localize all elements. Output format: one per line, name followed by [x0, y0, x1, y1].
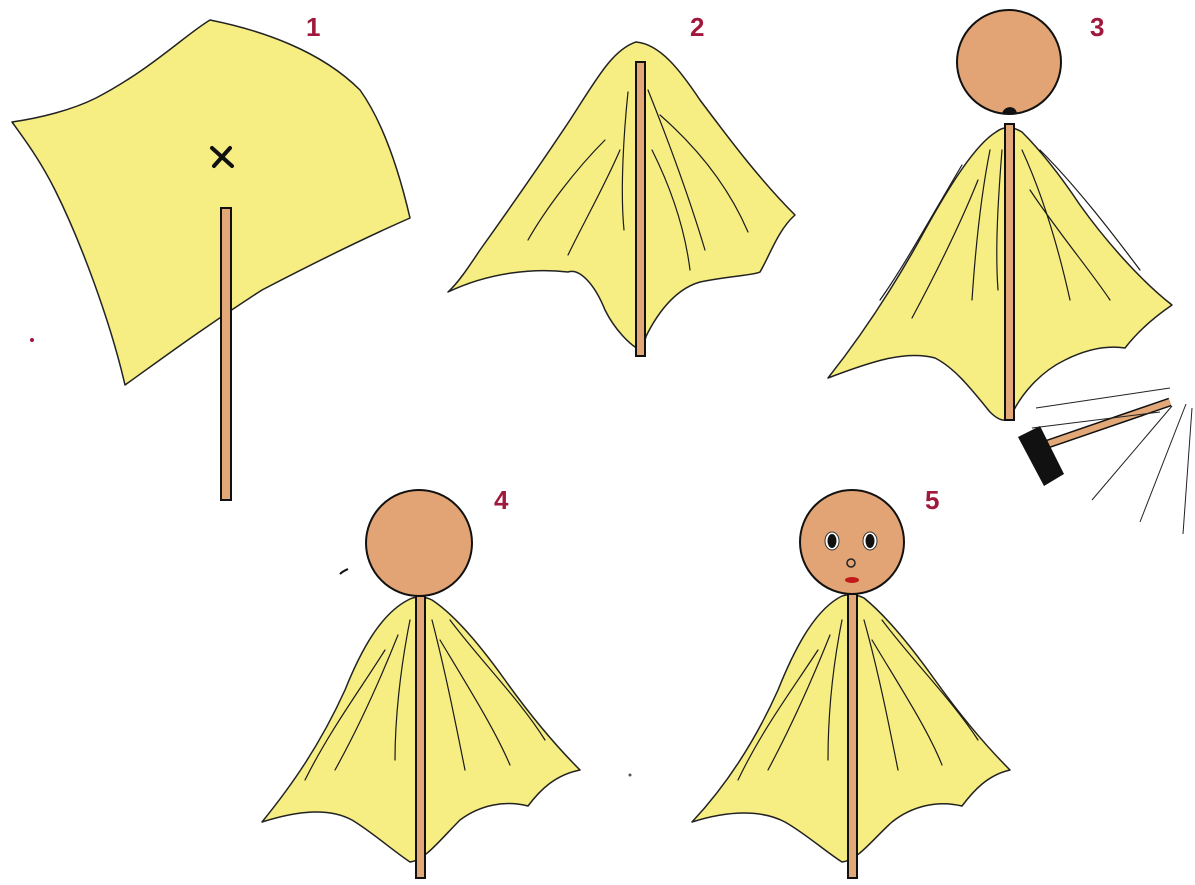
step-number: 2 [690, 12, 704, 42]
stick [848, 594, 857, 878]
step-number: 3 [1090, 12, 1104, 42]
doll-head [366, 490, 472, 596]
step-5: 5 [692, 485, 1010, 878]
step-1: 1 [12, 12, 410, 500]
stick [1005, 124, 1014, 420]
stick [221, 208, 231, 500]
step-number: 4 [494, 485, 509, 515]
step-number: 1 [306, 12, 320, 42]
stick [636, 62, 645, 356]
step-number: 5 [925, 485, 939, 515]
mouth [845, 577, 859, 583]
speck [629, 774, 632, 777]
doll-face-icon [800, 490, 904, 594]
step-2: 2 [448, 12, 795, 356]
speck [30, 338, 34, 342]
hammer-icon [1018, 402, 1170, 486]
stick [416, 596, 425, 878]
stray-mark [340, 569, 348, 574]
step-3: 3 [828, 10, 1192, 534]
draped-cloth [448, 42, 795, 350]
step-4: 4 [262, 485, 580, 878]
doll-head [957, 10, 1061, 114]
flat-cloth [12, 20, 410, 385]
